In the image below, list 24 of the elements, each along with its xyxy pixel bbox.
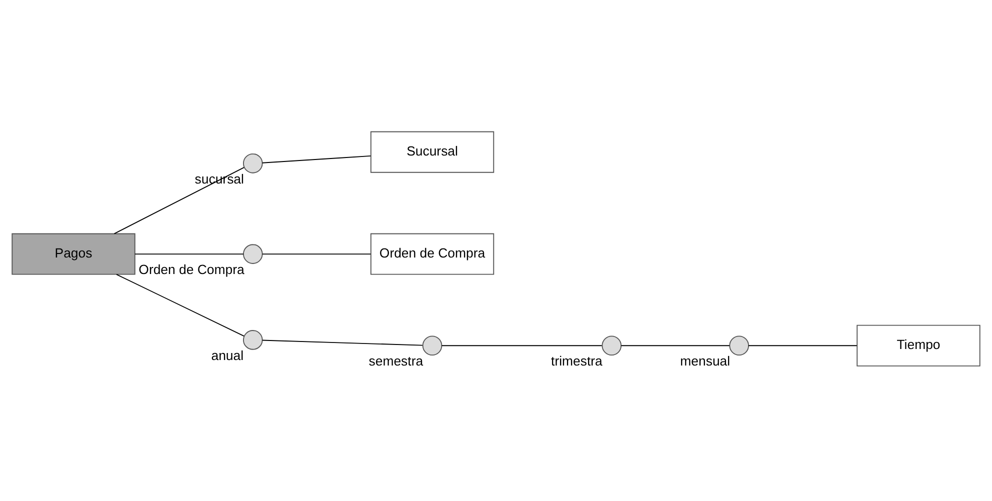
- node-box: Orden de Compra: [370, 233, 494, 275]
- node-circle: [602, 336, 622, 356]
- connector: [748, 345, 858, 346]
- node-box: Pagos: [12, 233, 136, 275]
- node-label: mensual: [680, 354, 730, 369]
- connector: [262, 155, 372, 164]
- node-box: Tiempo: [856, 324, 980, 366]
- node-circle: [242, 330, 263, 350]
- connector: [262, 340, 423, 346]
- node-box: Sucursal: [370, 131, 494, 173]
- node-label: semestra: [368, 354, 424, 369]
- connector: [262, 254, 372, 255]
- connector: [114, 166, 245, 234]
- node-label: Orden de Compra: [138, 262, 244, 278]
- connector: [134, 254, 244, 255]
- node-circle: [729, 336, 750, 356]
- connector: [441, 345, 602, 346]
- node-circle: [422, 336, 442, 356]
- node-circle: [242, 154, 263, 174]
- node-label: trimestra: [551, 354, 602, 369]
- node-circle: [242, 244, 263, 264]
- node-label: anual: [211, 348, 244, 363]
- connector: [620, 345, 730, 346]
- connector: [116, 274, 244, 337]
